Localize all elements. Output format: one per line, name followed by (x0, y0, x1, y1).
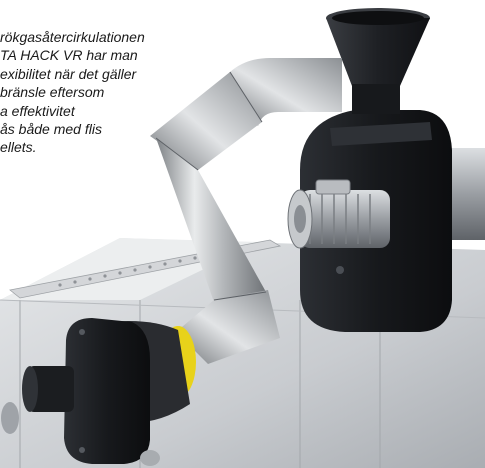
fuel-hopper (326, 8, 430, 114)
caption-line: ellets. (0, 139, 37, 156)
caption-line: TA HACK VR har man (0, 47, 138, 64)
caption-line: rökgasåtercirkulationen (0, 29, 145, 45)
caption-line: ås både med flis (0, 121, 102, 138)
caption-line: exibilitet när det gäller (0, 65, 137, 82)
caption-line: bränsle eftersom (0, 84, 105, 101)
right-fan-motor (287, 179, 390, 249)
left-fan-housing (1, 318, 196, 466)
caption-line: a effektivitet (0, 102, 75, 119)
product-caption: rökgasåtercirkulationen TA HACK VR har m… (0, 28, 210, 157)
recirculation-duct (150, 58, 342, 364)
